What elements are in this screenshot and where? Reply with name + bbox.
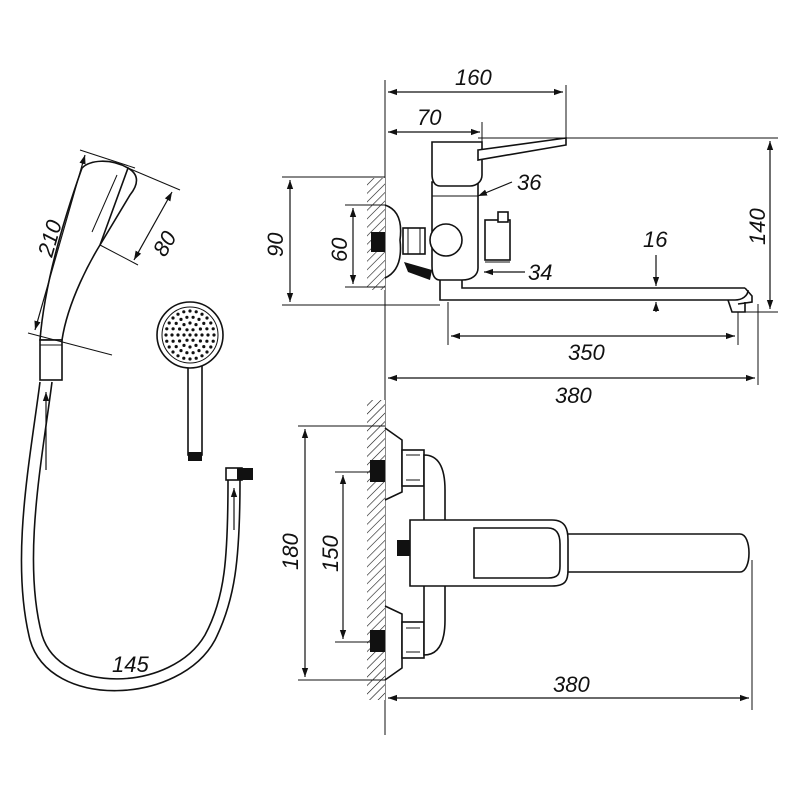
dim-34-label: 34	[528, 260, 552, 285]
dim-80-label: 80	[148, 226, 182, 260]
spray-nozzles	[164, 309, 216, 361]
dim-150-label: 150	[318, 535, 343, 572]
dim-160: 160	[388, 65, 567, 138]
dim-180: 180	[278, 425, 385, 681]
dim-16: 16	[643, 227, 668, 312]
dim-90: 90	[263, 176, 440, 306]
dim-34: 34	[484, 260, 552, 285]
dim-380-bottom: 380	[388, 560, 753, 710]
dim-36-label: 36	[517, 170, 542, 195]
side-view-faucet	[371, 137, 753, 313]
top-view-faucet	[370, 427, 750, 681]
dim-380-top-label: 380	[555, 383, 592, 408]
dim-60-label: 60	[327, 237, 352, 262]
shower-hose: 145	[20, 381, 253, 692]
dim-70: 70	[388, 105, 483, 142]
dim-160-label: 160	[455, 65, 492, 90]
dim-380-bottom-label: 380	[553, 672, 590, 697]
hand-shower-side	[39, 160, 138, 381]
dim-140-label: 140	[745, 208, 770, 245]
dim-90-label: 90	[263, 232, 288, 257]
dim-60: 60	[327, 204, 385, 288]
hand-shower-front	[156, 301, 224, 461]
dim-145-label: 145	[112, 652, 149, 677]
dim-36: 36	[477, 170, 542, 197]
dim-140: 140	[566, 137, 778, 313]
dim-16-label: 16	[643, 227, 668, 252]
dim-70-label: 70	[417, 105, 442, 130]
dim-180-label: 180	[278, 533, 303, 570]
dim-380-top: 380	[388, 304, 759, 408]
dim-150: 150	[318, 471, 385, 643]
wall-hatch-bottom	[367, 400, 385, 700]
dim-350-label: 350	[568, 340, 605, 365]
dim-350: 350	[447, 302, 739, 365]
